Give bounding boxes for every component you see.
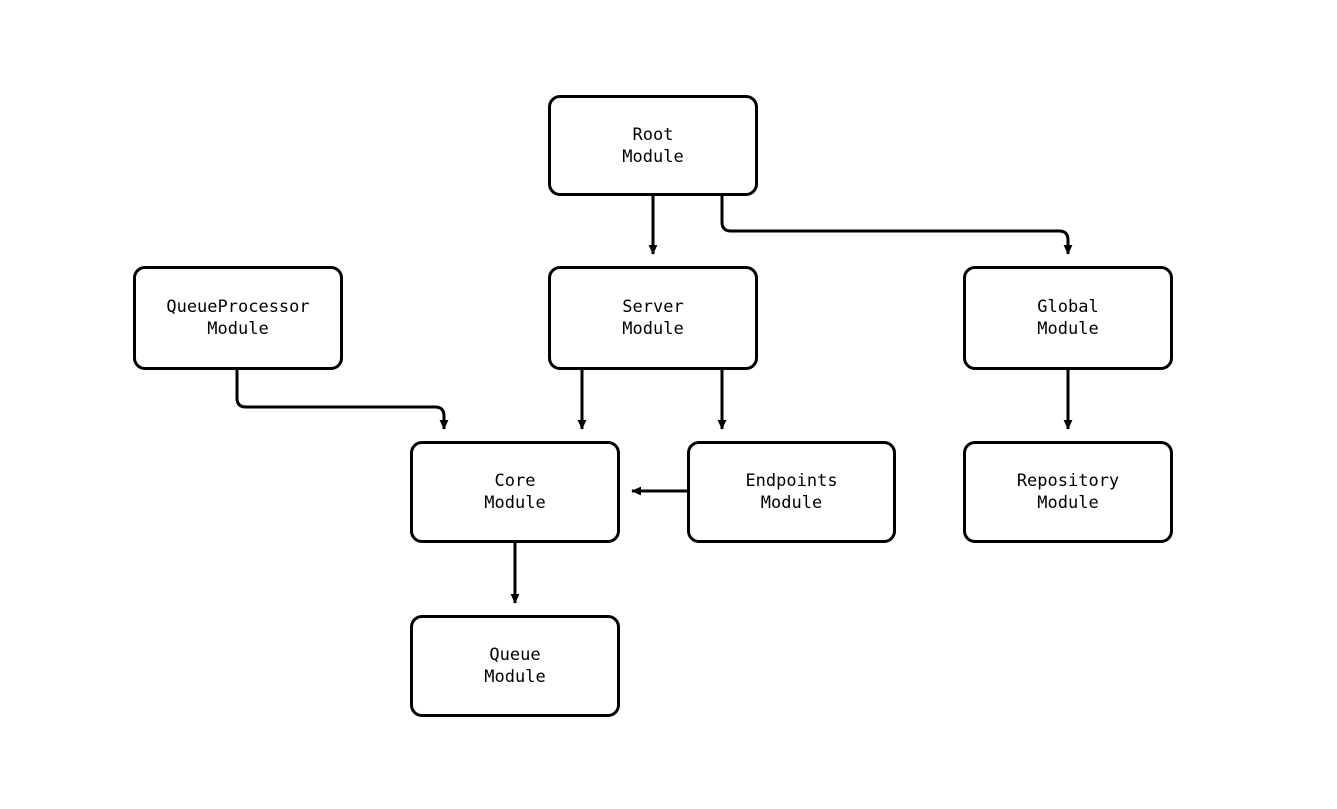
node-repository-module[interactable]: Repository Module (963, 441, 1173, 543)
node-core-module[interactable]: Core Module (410, 441, 620, 543)
node-global-module-label: Global Module (1037, 297, 1099, 339)
node-endpoints-module-label: Endpoints Module (745, 471, 838, 513)
edge-queueprocessor-to-core (235, 370, 449, 430)
node-core-module-label: Core Module (484, 471, 546, 513)
node-queue-module[interactable]: Queue Module (410, 615, 620, 717)
node-server-module-label: Server Module (622, 297, 684, 339)
node-queueprocessor-module-label: QueueProcessor Module (166, 297, 310, 339)
node-queueprocessor-module[interactable]: QueueProcessor Module (133, 266, 343, 370)
node-root-module[interactable]: Root Module (548, 95, 758, 196)
node-server-module[interactable]: Server Module (548, 266, 758, 370)
node-repository-module-label: Repository Module (1016, 471, 1120, 513)
edge-root-to-global (720, 196, 1073, 255)
node-endpoints-module[interactable]: Endpoints Module (687, 441, 896, 543)
node-root-module-label: Root Module (622, 124, 684, 167)
node-global-module[interactable]: Global Module (963, 266, 1173, 370)
node-queue-module-label: Queue Module (484, 645, 546, 687)
